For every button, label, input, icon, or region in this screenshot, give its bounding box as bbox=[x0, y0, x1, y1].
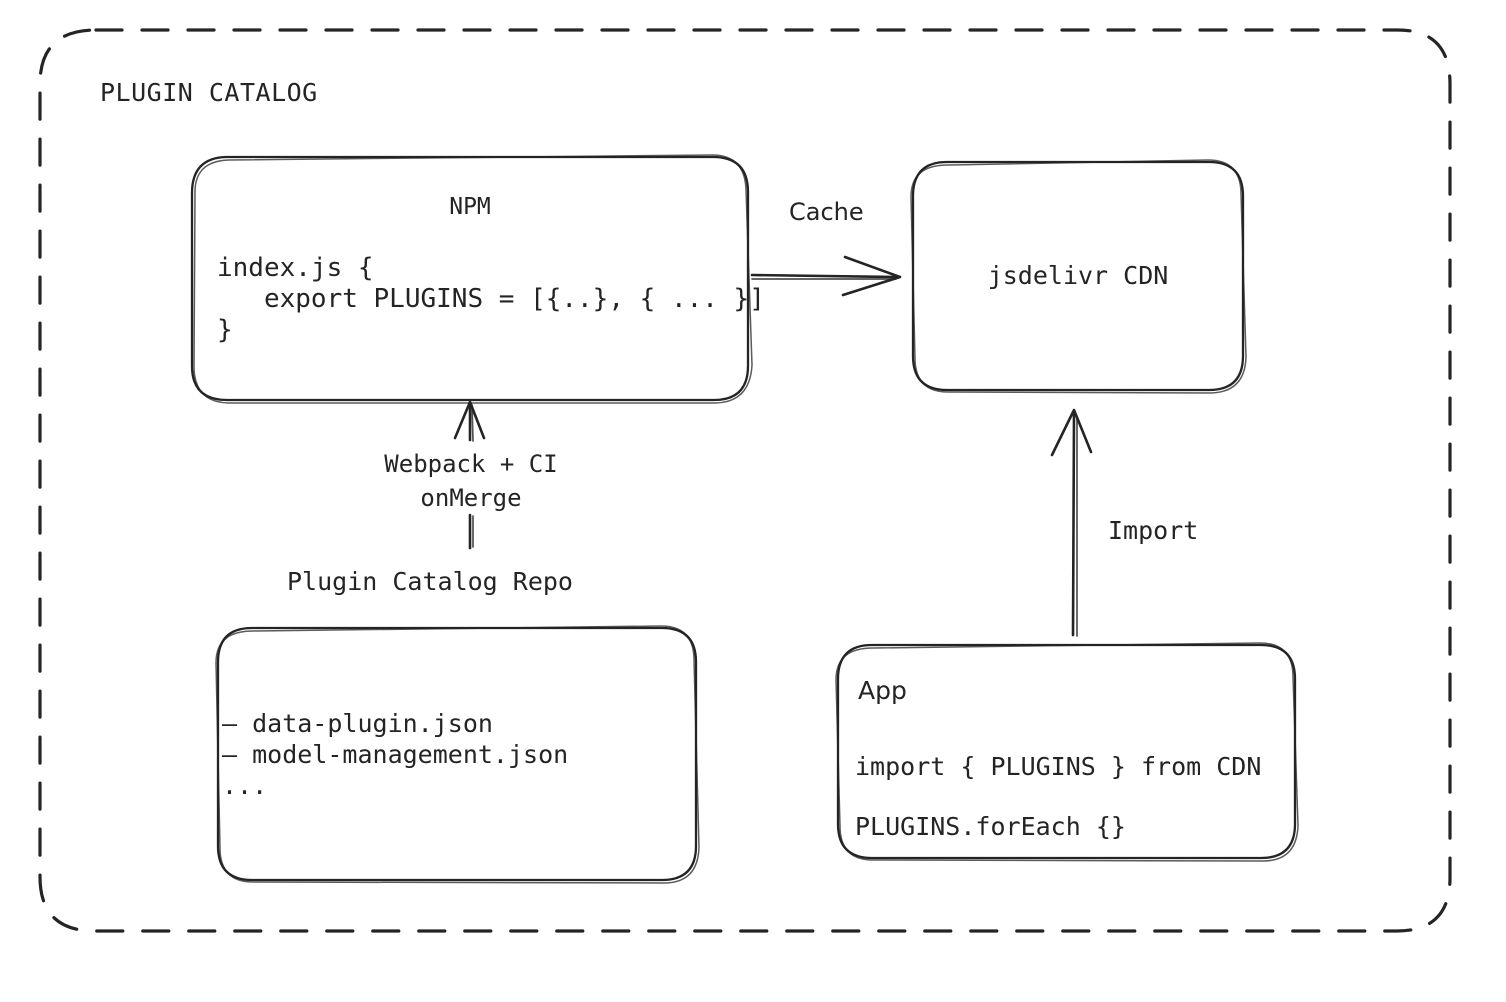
page-title: PLUGIN CATALOG bbox=[100, 78, 318, 107]
repo-caption: Plugin Catalog Repo bbox=[287, 567, 573, 596]
cache-arrow bbox=[750, 255, 902, 297]
npm-code-block: index.js { export PLUGINS = [{..}, { ...… bbox=[217, 253, 765, 346]
repo-file-item: ... bbox=[222, 771, 268, 800]
build-arrow bbox=[453, 400, 486, 550]
import-edge-label: Import bbox=[1108, 516, 1199, 545]
npm-code-line: index.js { bbox=[217, 253, 374, 283]
npm-code-line: export PLUGINS = [{..}, { ... }] bbox=[217, 284, 765, 314]
app-box-title: App bbox=[858, 676, 907, 705]
import-arrow bbox=[1050, 408, 1093, 637]
repo-file-list: – data-plugin.json– model-management.jso… bbox=[222, 708, 568, 801]
plugin-catalog-repo-box[interactable] bbox=[215, 625, 700, 884]
cache-edge-label: Cache bbox=[789, 198, 864, 226]
plugin-catalog-container bbox=[38, 28, 1452, 933]
build-edge-label: Webpack + CI onMerge bbox=[373, 447, 569, 515]
npm-code-line: } bbox=[217, 315, 233, 345]
jsdelivr-cdn-box[interactable] bbox=[910, 159, 1247, 394]
npm-box[interactable] bbox=[190, 154, 753, 404]
repo-file-item: – data-plugin.json bbox=[222, 709, 493, 738]
app-box[interactable] bbox=[835, 642, 1299, 862]
app-code-block: import { PLUGINS } from CDN PLUGINS.forEa… bbox=[855, 737, 1261, 857]
app-code-line: import { PLUGINS } from CDN bbox=[855, 752, 1262, 781]
build-edge-label-line2: onMerge bbox=[420, 484, 522, 512]
repo-file-item: – model-management.json bbox=[222, 740, 569, 769]
npm-box-title: NPM bbox=[449, 194, 491, 220]
cdn-box-title: jsdelivr CDN bbox=[987, 261, 1169, 290]
build-edge-label-line1: Webpack + CI bbox=[384, 450, 558, 478]
app-code-line: PLUGINS.forEach {} bbox=[855, 812, 1126, 841]
